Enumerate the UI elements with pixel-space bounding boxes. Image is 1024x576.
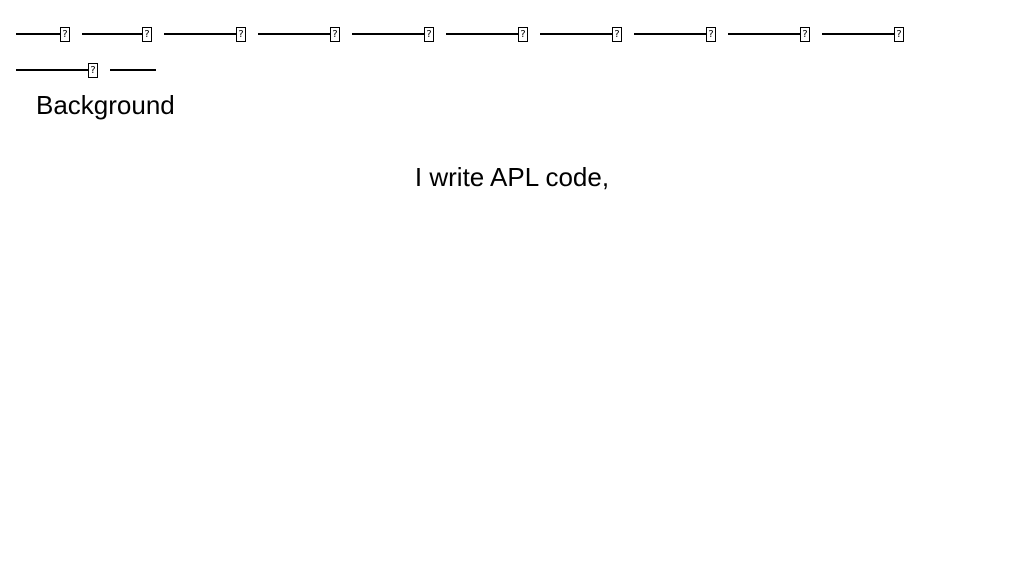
glyph-segment: [16, 62, 98, 78]
rule-line: [446, 33, 518, 35]
missing-glyph-icon: [894, 26, 904, 42]
rule-line: [540, 33, 612, 35]
glyph-segment: [822, 26, 904, 42]
glyph-segment: [540, 26, 622, 42]
missing-glyph-icon: [236, 26, 246, 42]
missing-glyph-icon: [88, 62, 98, 78]
rule-line: [164, 33, 236, 35]
missing-glyph-icon: [612, 26, 622, 42]
rule-line: [634, 33, 706, 35]
glyph-segment: [446, 26, 528, 42]
missing-glyph-row-1: [16, 22, 916, 46]
missing-glyph-icon: [60, 26, 70, 42]
glyph-segment: [728, 26, 810, 42]
glyph-segment: [82, 26, 152, 42]
rule-line: [16, 33, 60, 35]
glyph-segment: [258, 26, 340, 42]
rule-line: [82, 33, 142, 35]
missing-glyph-icon: [800, 26, 810, 42]
glyph-segment: [164, 26, 246, 42]
missing-glyph-icon: [330, 26, 340, 42]
rule-line: [728, 33, 800, 35]
rule-line: [352, 33, 424, 35]
missing-glyph-icon: [706, 26, 716, 42]
missing-glyph-icon: [518, 26, 528, 42]
missing-glyph-icon: [424, 26, 434, 42]
missing-glyph-icon: [142, 26, 152, 42]
missing-glyph-row-2: [16, 58, 168, 82]
glyph-segment: [110, 69, 156, 71]
rule-line: [258, 33, 330, 35]
rule-line: [110, 69, 156, 71]
rule-line: [16, 69, 88, 71]
glyph-segment: [352, 26, 434, 42]
slide-body-text: I write APL code,: [414, 162, 610, 192]
slide-heading: Background: [36, 90, 175, 120]
glyph-segment: [16, 26, 70, 42]
rule-line: [822, 33, 894, 35]
glyph-segment: [634, 26, 716, 42]
